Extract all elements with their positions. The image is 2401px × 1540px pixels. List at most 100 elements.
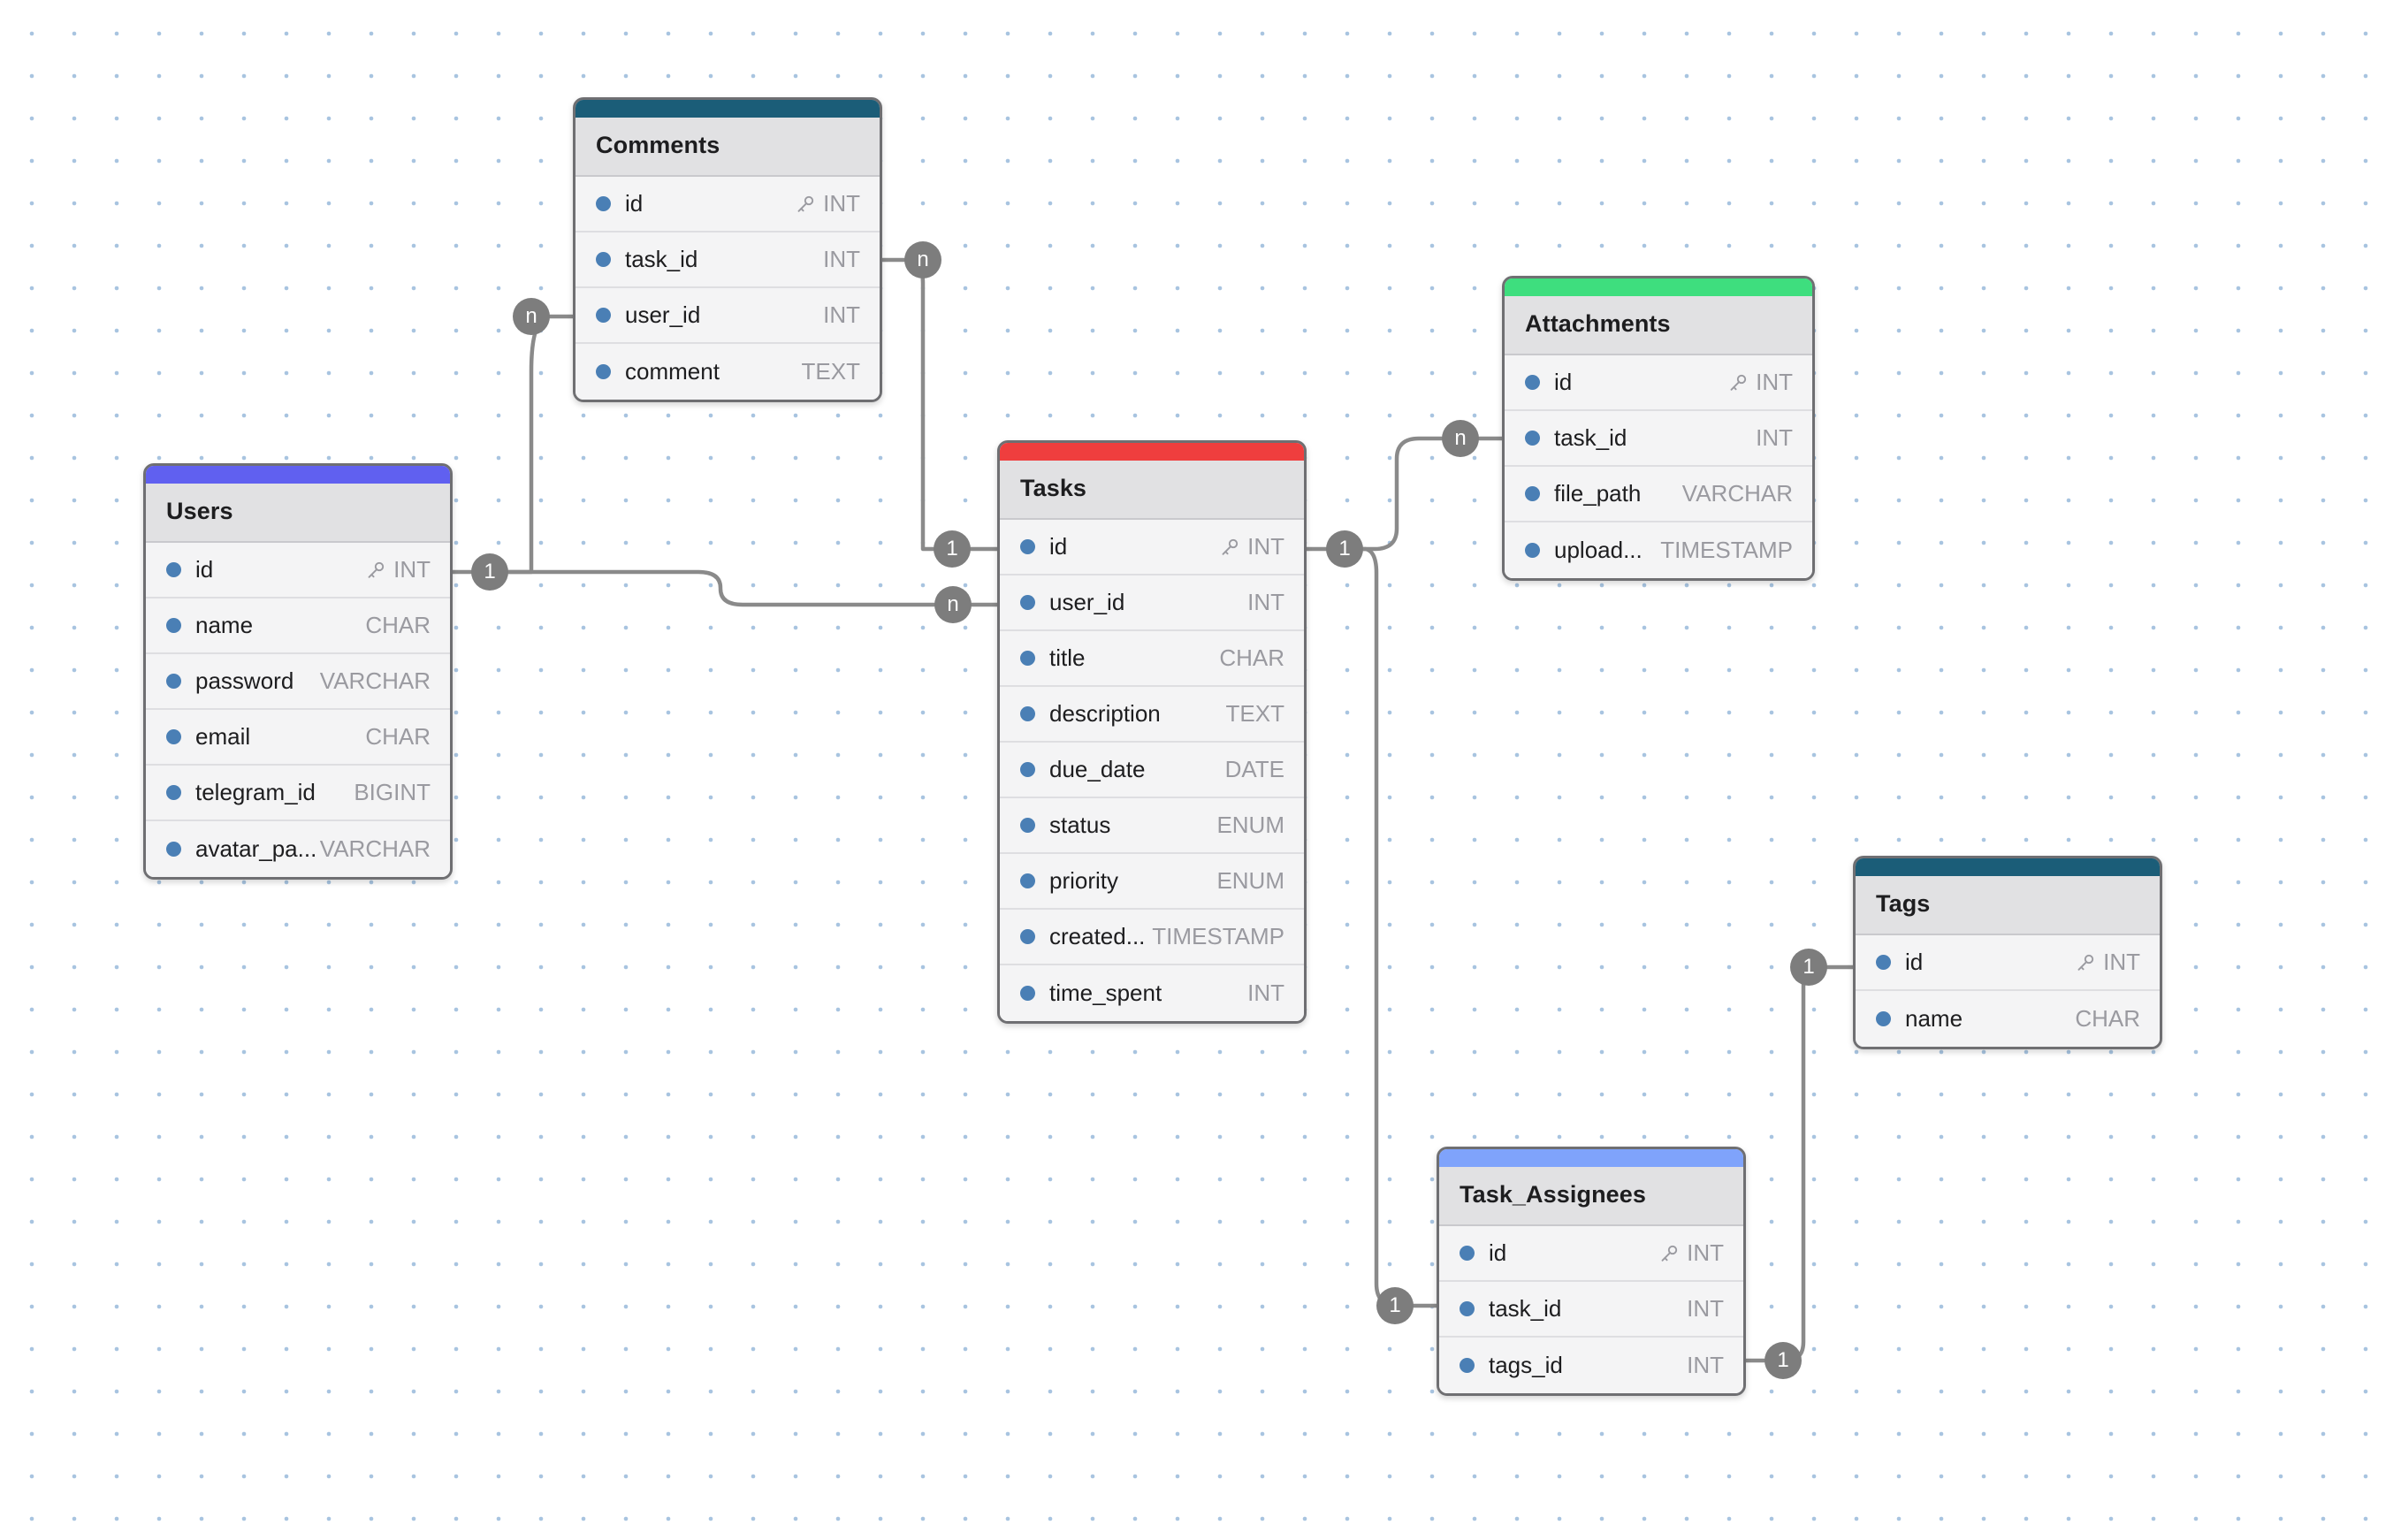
field-name: time_spent — [1049, 980, 1162, 1006]
field-name: task_id — [625, 246, 698, 272]
field-bullet-icon — [1525, 375, 1540, 390]
edge-tasks-comments — [874, 257, 1000, 552]
field-row[interactable]: id INT — [1000, 520, 1304, 576]
field-meta: CHAR — [365, 723, 431, 751]
field-type: INT — [1247, 533, 1284, 560]
table-accent-bar — [575, 100, 880, 118]
field-name: id — [1554, 369, 1573, 395]
field-bullet-icon — [1460, 1301, 1475, 1316]
field-name: priority — [1049, 867, 1119, 894]
field-row[interactable]: created...TIMESTAMP — [1000, 910, 1304, 965]
field-bullet-icon — [596, 252, 611, 267]
field-type: TIMESTAMP — [1152, 923, 1284, 949]
primary-key-icon — [2075, 952, 2096, 973]
field-meta: INT — [1219, 533, 1284, 560]
field-row[interactable]: task_id INT — [1439, 1282, 1743, 1338]
edge-tags-taskassignees — [1738, 964, 1856, 1363]
field-row[interactable]: upload...TIMESTAMP — [1505, 522, 1812, 578]
primary-key-icon — [1727, 372, 1749, 393]
field-meta: BIGINT — [354, 779, 431, 806]
table-title: Attachments — [1505, 296, 1812, 355]
field-type: INT — [823, 246, 860, 272]
field-row[interactable]: user_id INT — [1000, 576, 1304, 631]
field-row[interactable]: name CHAR — [1856, 991, 2160, 1047]
field-meta: INT — [1658, 1239, 1724, 1267]
field-name: tags_id — [1489, 1352, 1563, 1378]
field-bullet-icon — [166, 674, 181, 689]
table-accent-bar — [1505, 278, 1812, 296]
field-bullet-icon — [1876, 1011, 1891, 1026]
field-bullet-icon — [1525, 431, 1540, 446]
field-name: id — [1905, 949, 1924, 975]
table-accent-bar — [146, 466, 450, 484]
field-name: name — [1905, 1005, 1963, 1032]
field-meta: DATE — [1225, 756, 1284, 783]
table-accent-bar — [1439, 1149, 1743, 1167]
field-type: CHAR — [365, 612, 431, 638]
field-meta: CHAR — [2075, 1005, 2140, 1033]
field-name: id — [1049, 533, 1068, 560]
field-meta: INT — [823, 301, 860, 329]
field-row[interactable]: avatar_pa...VARCHAR — [146, 821, 450, 877]
field-meta: INT — [1247, 589, 1284, 616]
field-name: task_id — [1554, 424, 1627, 451]
table-accent-bar — [1000, 443, 1304, 461]
field-meta: INT — [1687, 1295, 1724, 1323]
cardinality-badge-1: 1 — [934, 530, 971, 568]
field-type: INT — [2103, 949, 2140, 975]
field-bullet-icon — [1020, 539, 1035, 554]
field-bullet-icon — [1876, 955, 1891, 970]
field-bullet-icon — [1020, 706, 1035, 721]
field-row[interactable]: task_id INT — [575, 233, 880, 288]
field-name: created... — [1049, 923, 1146, 949]
field-row[interactable]: priority ENUM — [1000, 854, 1304, 910]
field-type: TEXT — [801, 358, 860, 385]
field-type: CHAR — [365, 723, 431, 750]
field-name: user_id — [1049, 589, 1125, 615]
field-type: INT — [1687, 1352, 1724, 1378]
field-type: ENUM — [1216, 867, 1284, 894]
field-name: task_id — [1489, 1295, 1562, 1322]
primary-key-icon — [1219, 537, 1240, 558]
table-title: Tasks — [1000, 461, 1304, 520]
field-bullet-icon — [166, 729, 181, 744]
field-row[interactable]: id INT — [1856, 935, 2160, 991]
field-type: INT — [1756, 424, 1793, 451]
cardinality-badge-n: n — [513, 298, 550, 335]
field-bullet-icon — [596, 196, 611, 211]
field-row[interactable]: tags_id INT — [1439, 1338, 1743, 1393]
field-bullet-icon — [1020, 651, 1035, 666]
field-type: INT — [1687, 1295, 1724, 1322]
field-meta: VARCHAR — [320, 667, 431, 695]
edge-tasks-attachments — [1299, 436, 1505, 552]
field-bullet-icon — [1020, 818, 1035, 833]
field-bullet-icon — [596, 364, 611, 379]
field-row[interactable]: task_id INT — [1505, 411, 1812, 467]
field-type: INT — [1247, 589, 1284, 615]
field-type: INT — [1687, 1239, 1724, 1266]
field-type: DATE — [1224, 756, 1284, 782]
